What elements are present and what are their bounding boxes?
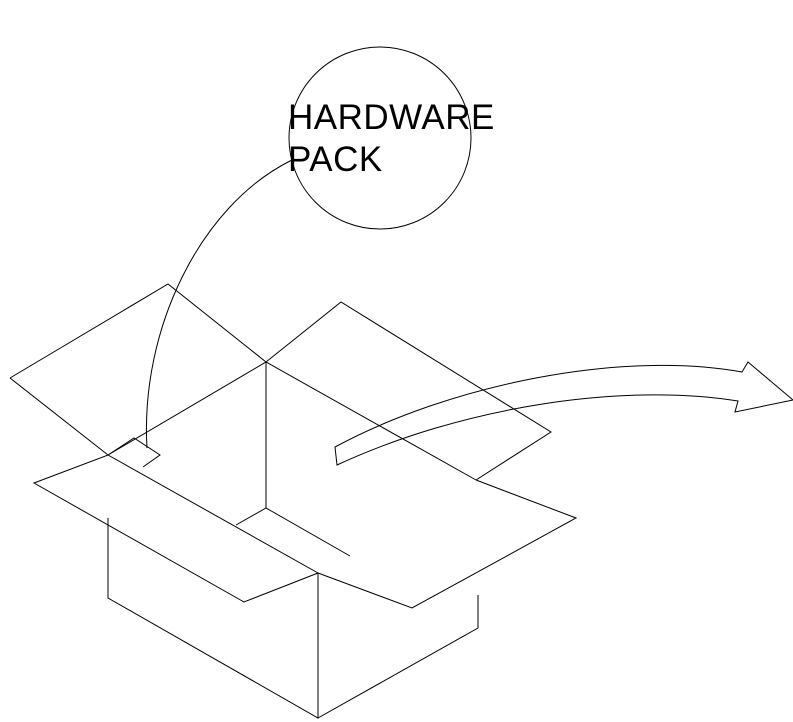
open-cardboard-box bbox=[9, 283, 578, 719]
removal-arrow bbox=[334, 361, 793, 466]
back-right-flap bbox=[265, 301, 552, 481]
box-left-face bbox=[107, 518, 319, 719]
callout-label-line2: PACK bbox=[288, 140, 383, 179]
back-flap-fold-left bbox=[9, 377, 109, 456]
leader-line bbox=[145, 159, 293, 449]
hardware-pack-callout: HARDWARE PACK bbox=[288, 46, 495, 230]
box-right-face bbox=[317, 595, 479, 719]
inner-floor bbox=[235, 507, 351, 557]
callout-label-line1: HARDWARE bbox=[288, 98, 495, 137]
box-back-rim bbox=[107, 361, 477, 481]
hardware-pack-bag bbox=[107, 437, 161, 468]
callout-circle bbox=[288, 46, 472, 230]
front-left-flap bbox=[32, 454, 320, 603]
front-right-flap bbox=[317, 479, 578, 609]
back-left-flap bbox=[9, 283, 267, 379]
